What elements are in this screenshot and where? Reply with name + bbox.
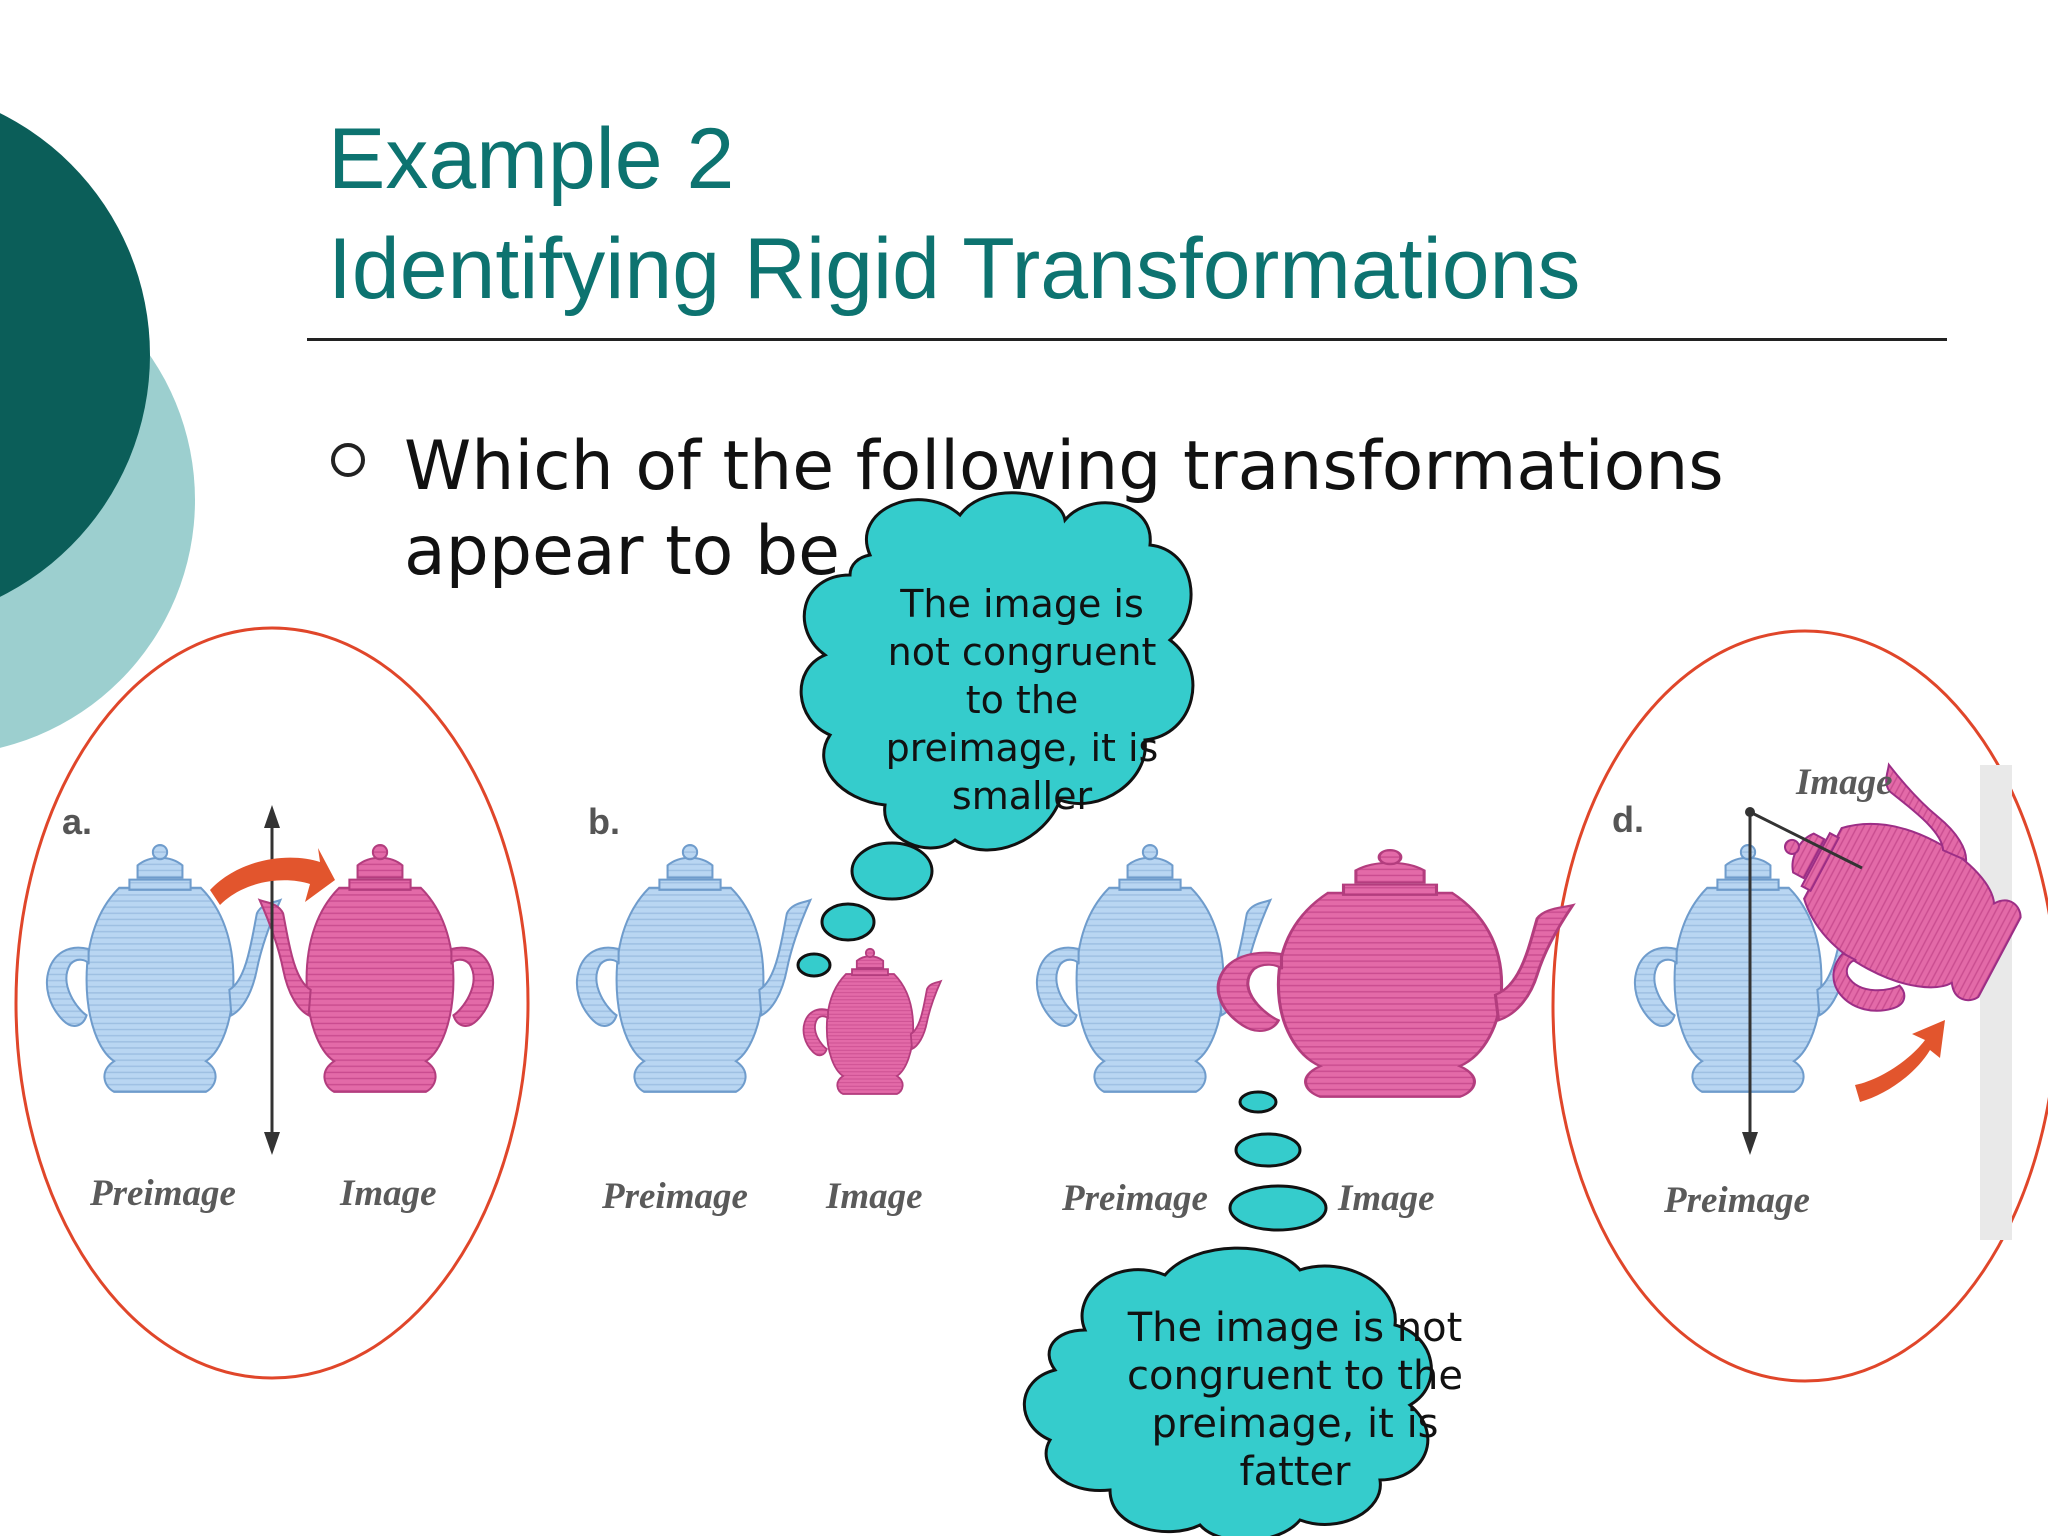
callout-fatter-text: The image is not congruent to the preima… [1127,1305,1463,1495]
callout-smaller-text: The image is not congruent to the preima… [885,582,1159,818]
panel-c-image-label: Image [1337,1178,1435,1219]
panel-d-image-label: Image [1795,762,1893,803]
panel-a-letter: a. [62,801,92,842]
panel-c-image-teapot [1216,848,1575,1099]
panel-a-flip-arrow-icon [210,848,335,905]
panel-a-preimage-label: Preimage [89,1173,236,1214]
panel-b-preimage-teapot [575,843,812,1093]
panel-a-image-label: Image [339,1173,437,1214]
title-line-2: Identifying Rigid Transformations [328,221,1581,317]
thought-cloud-smaller [796,491,1195,978]
panel-b-image-label: Image [825,1176,923,1217]
title-line-1: Example 2 [328,111,735,207]
panel-d-rotation-line [1749,810,1863,870]
panel-b-preimage-label: Preimage [601,1176,748,1217]
answer-ellipse-a [14,626,530,1380]
panel-c-preimage-label: Preimage [1061,1178,1208,1219]
panel-a-image-teapot [258,843,495,1093]
panel-d-center-point [1745,807,1755,817]
panel-d-letter: d. [1612,799,1644,840]
panel-d-preimage-label: Preimage [1663,1180,1810,1221]
panel-a-arrow-up-icon [264,805,280,828]
answer-ellipse-d [1551,629,2048,1383]
panel-d-rotation-arrow-icon [1855,1020,1945,1102]
title-divider [307,338,1947,341]
panel-d-arrow-down-icon [1742,1132,1758,1155]
panel-b-letter: b. [588,801,620,842]
bullet-ring-icon [331,443,365,477]
slide-title: Example 2 Identifying Rigid Transformati… [328,104,1580,324]
bullet-line-1: Which of the following transformations [404,427,1724,506]
panel-a-arrow-down-icon [264,1132,280,1155]
dark-teal-circle [0,113,150,597]
panel-d-page-edge [1980,765,2012,1240]
thought-cloud-fatter [1022,1090,1433,1536]
